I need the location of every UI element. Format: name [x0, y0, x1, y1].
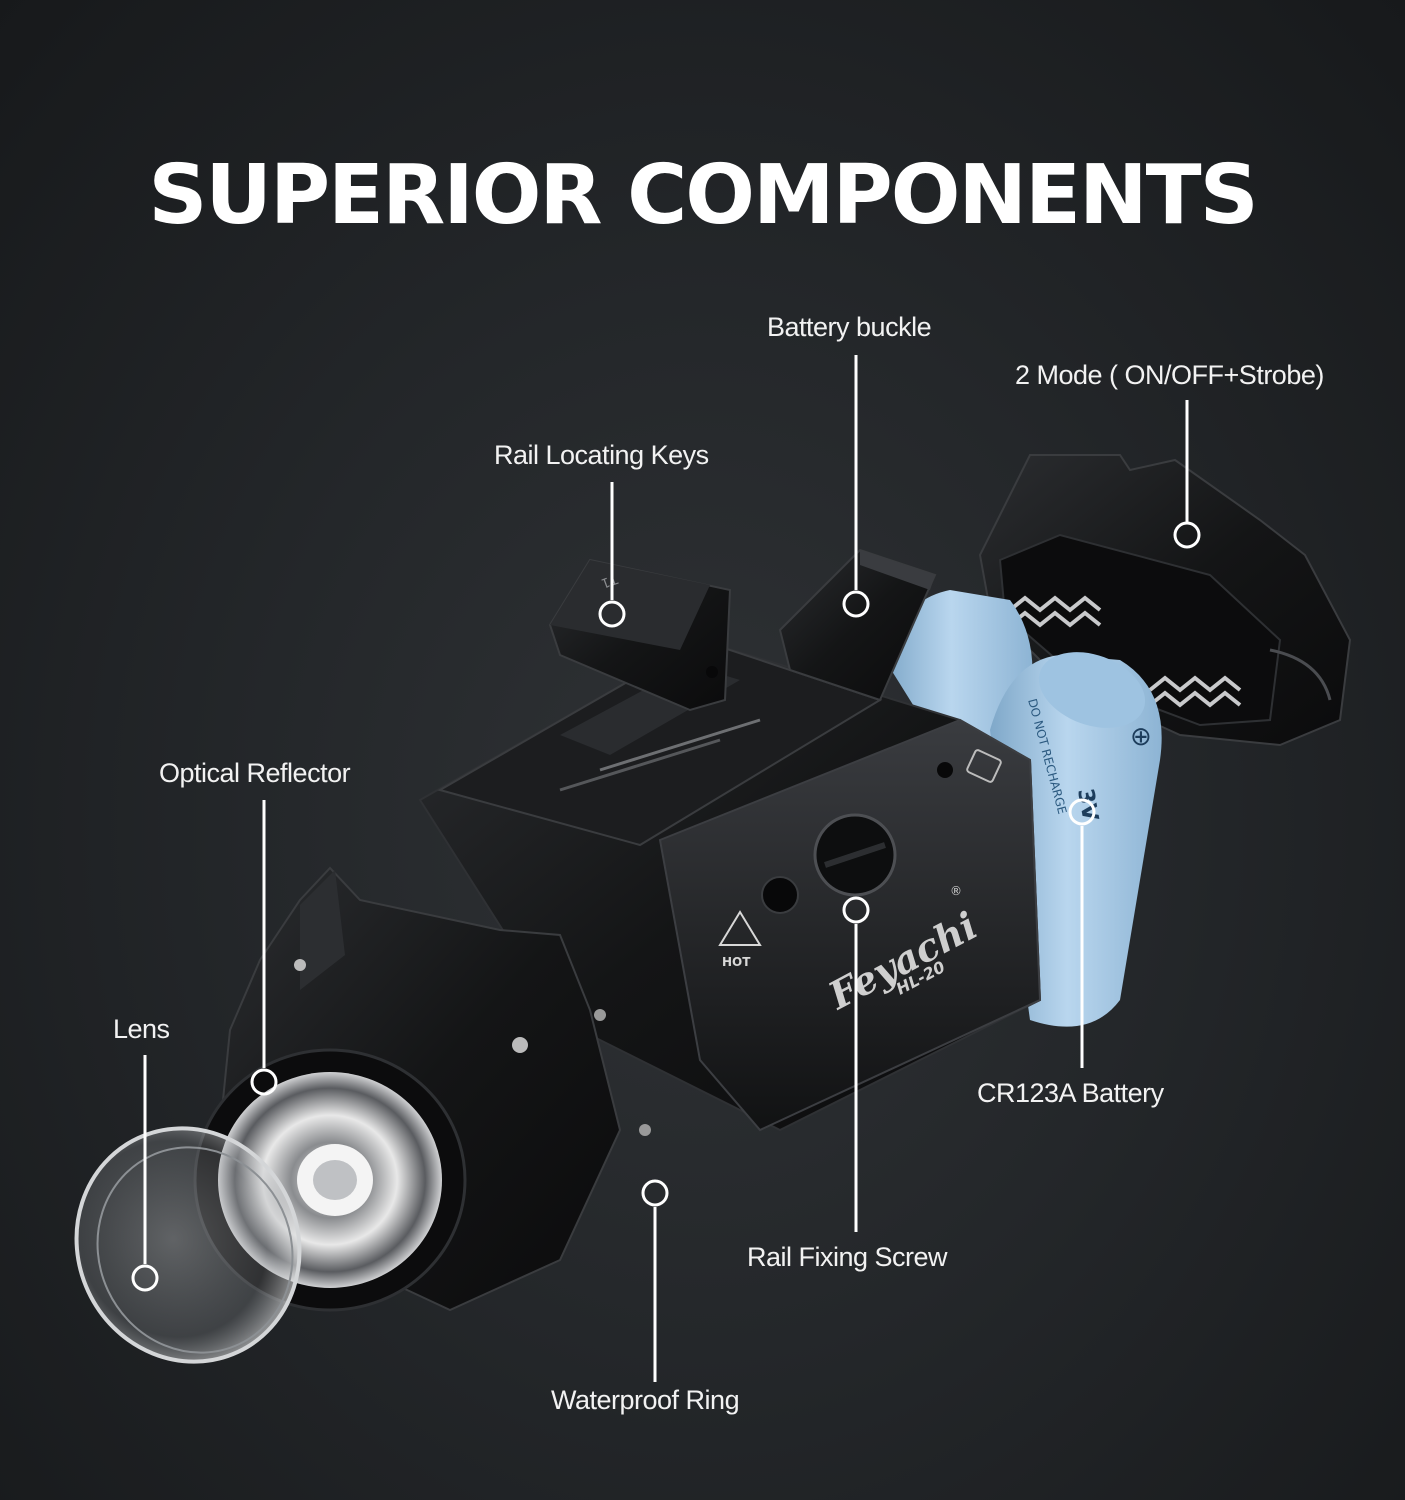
- label-battery-buckle: Battery buckle: [767, 312, 932, 342]
- label-rail-fixing-screw: Rail Fixing Screw: [747, 1242, 948, 1272]
- key-marking-text: T1: [599, 570, 620, 590]
- battery-plus-icon: ⊕: [1130, 722, 1152, 752]
- battery-indicator-icon: [966, 749, 1002, 783]
- label-battery: CR123A Battery: [977, 1078, 1164, 1108]
- hot-warning-text: HOT: [722, 955, 751, 969]
- label-rail-locating-keys: Rail Locating Keys: [494, 440, 709, 470]
- label-waterproof-ring: Waterproof Ring: [551, 1385, 740, 1415]
- label-mode: 2 Mode ( ON/OFF+Strobe): [1015, 360, 1324, 390]
- springs: [1008, 595, 1242, 708]
- lens: [74, 1126, 302, 1364]
- battery-buckle: [778, 548, 937, 702]
- label-optical-reflector: Optical Reflector: [159, 758, 351, 788]
- hot-warning-icon: [718, 910, 762, 946]
- label-lens: Lens: [113, 1014, 170, 1044]
- rail-locating-key: T1: [548, 558, 732, 712]
- page-title: SUPERIOR COMPONENTS: [148, 148, 1258, 243]
- registered-mark: ®: [950, 884, 962, 898]
